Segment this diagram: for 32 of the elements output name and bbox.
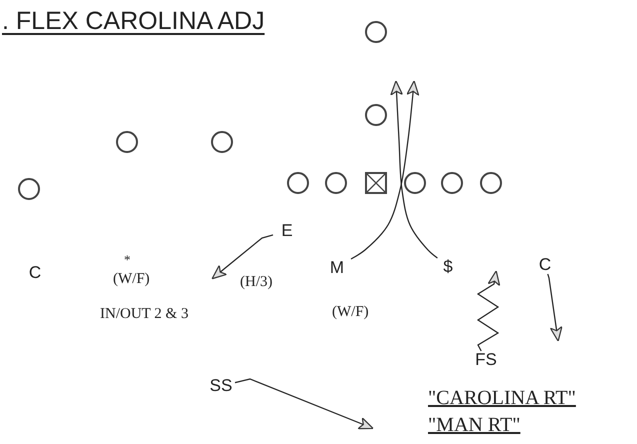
- offense-player-circle: [287, 172, 309, 194]
- call-name: "MAN RT": [428, 414, 520, 437]
- offense-player-circle: [365, 104, 387, 126]
- player-label: SS: [207, 377, 235, 395]
- offense-player-circle: [441, 172, 463, 194]
- route-arrow: [390, 80, 438, 258]
- offense-player-circle: [404, 172, 426, 194]
- route-arrow: [234, 378, 374, 430]
- coverage-note: IN/OUT 2 & 3: [100, 306, 188, 323]
- offense-player-circle: [18, 178, 40, 200]
- player-label: $: [434, 258, 462, 276]
- route-arrow: [476, 270, 500, 352]
- play-title: . FLEX CAROLINA ADJ: [2, 7, 265, 36]
- coverage-note: (W/F): [332, 304, 369, 321]
- footnote-mark: *: [124, 252, 130, 268]
- offense-player-circle: [325, 172, 347, 194]
- center-box: [365, 172, 387, 194]
- player-label: E: [273, 222, 301, 240]
- route-arrow: [212, 234, 274, 280]
- call-name: "CAROLINA RT": [428, 387, 576, 410]
- offense-player-circle: [211, 131, 233, 153]
- offense-player-circle: [365, 21, 387, 43]
- player-label: FS: [472, 351, 500, 369]
- offense-player-circle: [480, 172, 502, 194]
- player-label: M: [323, 259, 351, 277]
- offense-player-circle: [116, 131, 138, 153]
- coverage-note: (H/3): [240, 274, 272, 291]
- player-label: C: [21, 264, 49, 282]
- player-label: C: [531, 256, 559, 274]
- coverage-note: (W/F): [113, 271, 150, 288]
- route-arrow: [350, 80, 420, 260]
- route-arrow: [547, 274, 563, 342]
